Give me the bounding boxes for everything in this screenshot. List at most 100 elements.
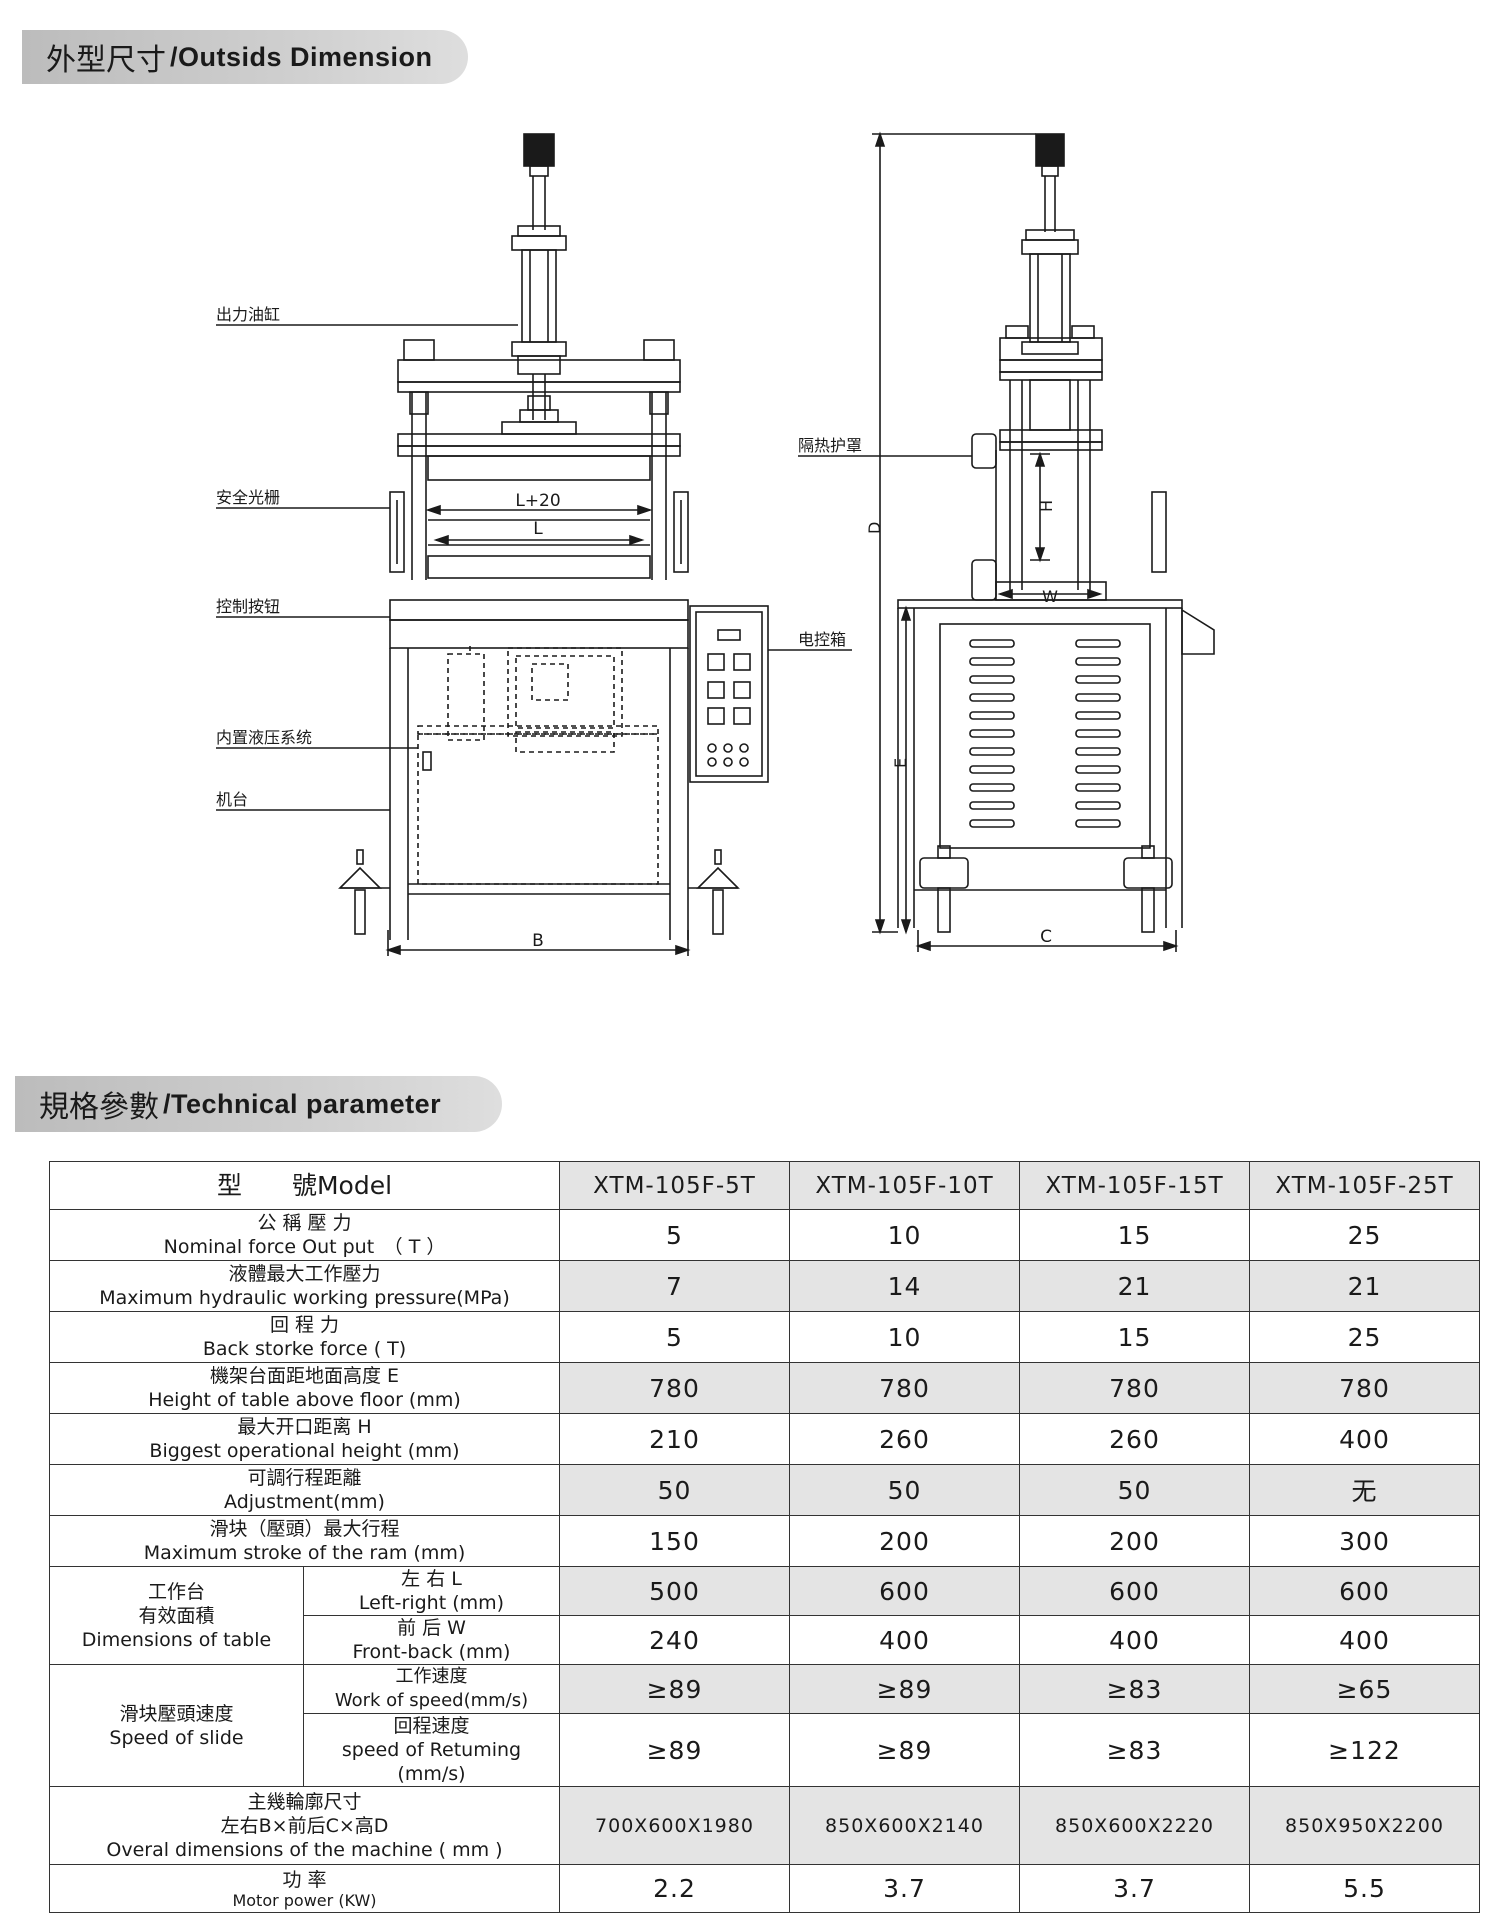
callout-control-box: 电控箱 — [798, 630, 846, 649]
table-cell: ≥83 — [1019, 1713, 1250, 1787]
dim-label-h: H — [1037, 500, 1056, 512]
table-cell: 600 — [789, 1566, 1020, 1616]
table-cell: 150 — [559, 1515, 790, 1567]
table-cell: 400 — [1019, 1615, 1250, 1665]
table-cell: 3.7 — [789, 1864, 1020, 1913]
table-cell: 21 — [1019, 1260, 1250, 1312]
table-cell: 50 — [1019, 1464, 1250, 1516]
table-cell: 200 — [1019, 1515, 1250, 1567]
table-cell: 600 — [1249, 1566, 1480, 1616]
section-header-technical-parameter: 規格參數 /Technical parameter — [15, 1076, 502, 1132]
table-cell: 300 — [1249, 1515, 1480, 1567]
table-cell: 260 — [789, 1413, 1020, 1465]
side-view: H W — [865, 131, 1215, 952]
table-cell: 21 — [1249, 1260, 1480, 1312]
callouts: 出力油缸 安全光栅 控制按钮 内置液压系统 机台 隔热护罩 电控箱 — [216, 305, 972, 811]
table-cell: 15 — [1019, 1209, 1250, 1261]
table-cell: 14 — [789, 1260, 1020, 1312]
dim-label-b: B — [532, 931, 544, 951]
table-cell: 3.7 — [1019, 1864, 1250, 1913]
table-cell: 260 — [1019, 1413, 1250, 1465]
table-cell: 850X600X2220 — [1019, 1786, 1250, 1865]
callout-light-curtain: 安全光栅 — [216, 488, 280, 507]
table-cell: 2.2 — [559, 1864, 790, 1913]
table-cell: 10 — [789, 1209, 1020, 1261]
table-cell: 780 — [559, 1362, 790, 1414]
outside-dimension-drawing: L+20 L B — [0, 120, 1498, 990]
callout-control-button: 控制按钮 — [216, 597, 280, 616]
table-cell: 600 — [1019, 1566, 1250, 1616]
model-name: XTM-105F-15T — [1019, 1161, 1250, 1210]
callout-hydraulic-system: 内置液压系统 — [216, 728, 312, 747]
table-cell: 850X600X2140 — [789, 1786, 1020, 1865]
table-cell: 5.5 — [1249, 1864, 1480, 1913]
model-label: 型 號Model — [49, 1161, 560, 1210]
table-cell: 5 — [559, 1311, 790, 1363]
table-cell: 25 — [1249, 1209, 1480, 1261]
table-cell: 400 — [1249, 1615, 1480, 1665]
model-name: XTM-105F-25T — [1249, 1161, 1480, 1210]
dim-label-d: D — [865, 522, 884, 534]
technical-parameter-table: 型 號Model XTM-105F-5T XTM-105F-10T XTM-10… — [49, 1161, 1480, 1913]
table-cell: 200 — [789, 1515, 1020, 1567]
table-cell: 210 — [559, 1413, 790, 1465]
section-title-en: /Technical parameter — [163, 1088, 442, 1119]
callout-cylinder: 出力油缸 — [216, 305, 280, 324]
section-header-outside-dimension: 外型尺寸 /Outsids Dimension — [22, 30, 468, 84]
section-title-zh: 外型尺寸 — [46, 43, 166, 78]
table-cell: ≥89 — [789, 1713, 1020, 1787]
table-cell: ≥65 — [1249, 1664, 1480, 1714]
dim-label-l20: L+20 — [515, 491, 560, 511]
dim-label-w: W — [1042, 587, 1058, 606]
table-cell: 240 — [559, 1615, 790, 1665]
table-cell: 850X950X2200 — [1249, 1786, 1480, 1865]
table-cell: ≥89 — [559, 1713, 790, 1787]
table-cell: 5 — [559, 1209, 790, 1261]
table-cell: 15 — [1019, 1311, 1250, 1363]
table-cell: 10 — [789, 1311, 1020, 1363]
table-cell: 780 — [1019, 1362, 1250, 1414]
table-cell: 50 — [789, 1464, 1020, 1516]
dim-label-l: L — [533, 519, 543, 539]
table-cell: 400 — [789, 1615, 1020, 1665]
callout-machine-base: 机台 — [216, 790, 248, 809]
table-cell: 7 — [559, 1260, 790, 1312]
table-cell: 780 — [1249, 1362, 1480, 1414]
table-cell: 780 — [789, 1362, 1020, 1414]
dim-label-e: E — [891, 758, 910, 768]
table-cell: 500 — [559, 1566, 790, 1616]
model-name: XTM-105F-5T — [559, 1161, 790, 1210]
table-cell: ≥122 — [1249, 1713, 1480, 1787]
dim-label-c: C — [1040, 927, 1052, 947]
table-cell: 700X600X1980 — [559, 1786, 790, 1865]
table-header-row: 型 號Model XTM-105F-5T XTM-105F-10T XTM-10… — [49, 1161, 1480, 1210]
front-view: L+20 L B — [338, 133, 769, 956]
model-name: XTM-105F-10T — [789, 1161, 1020, 1210]
table-cell: ≥89 — [559, 1664, 790, 1714]
section-title-zh: 規格參數 — [39, 1090, 159, 1125]
